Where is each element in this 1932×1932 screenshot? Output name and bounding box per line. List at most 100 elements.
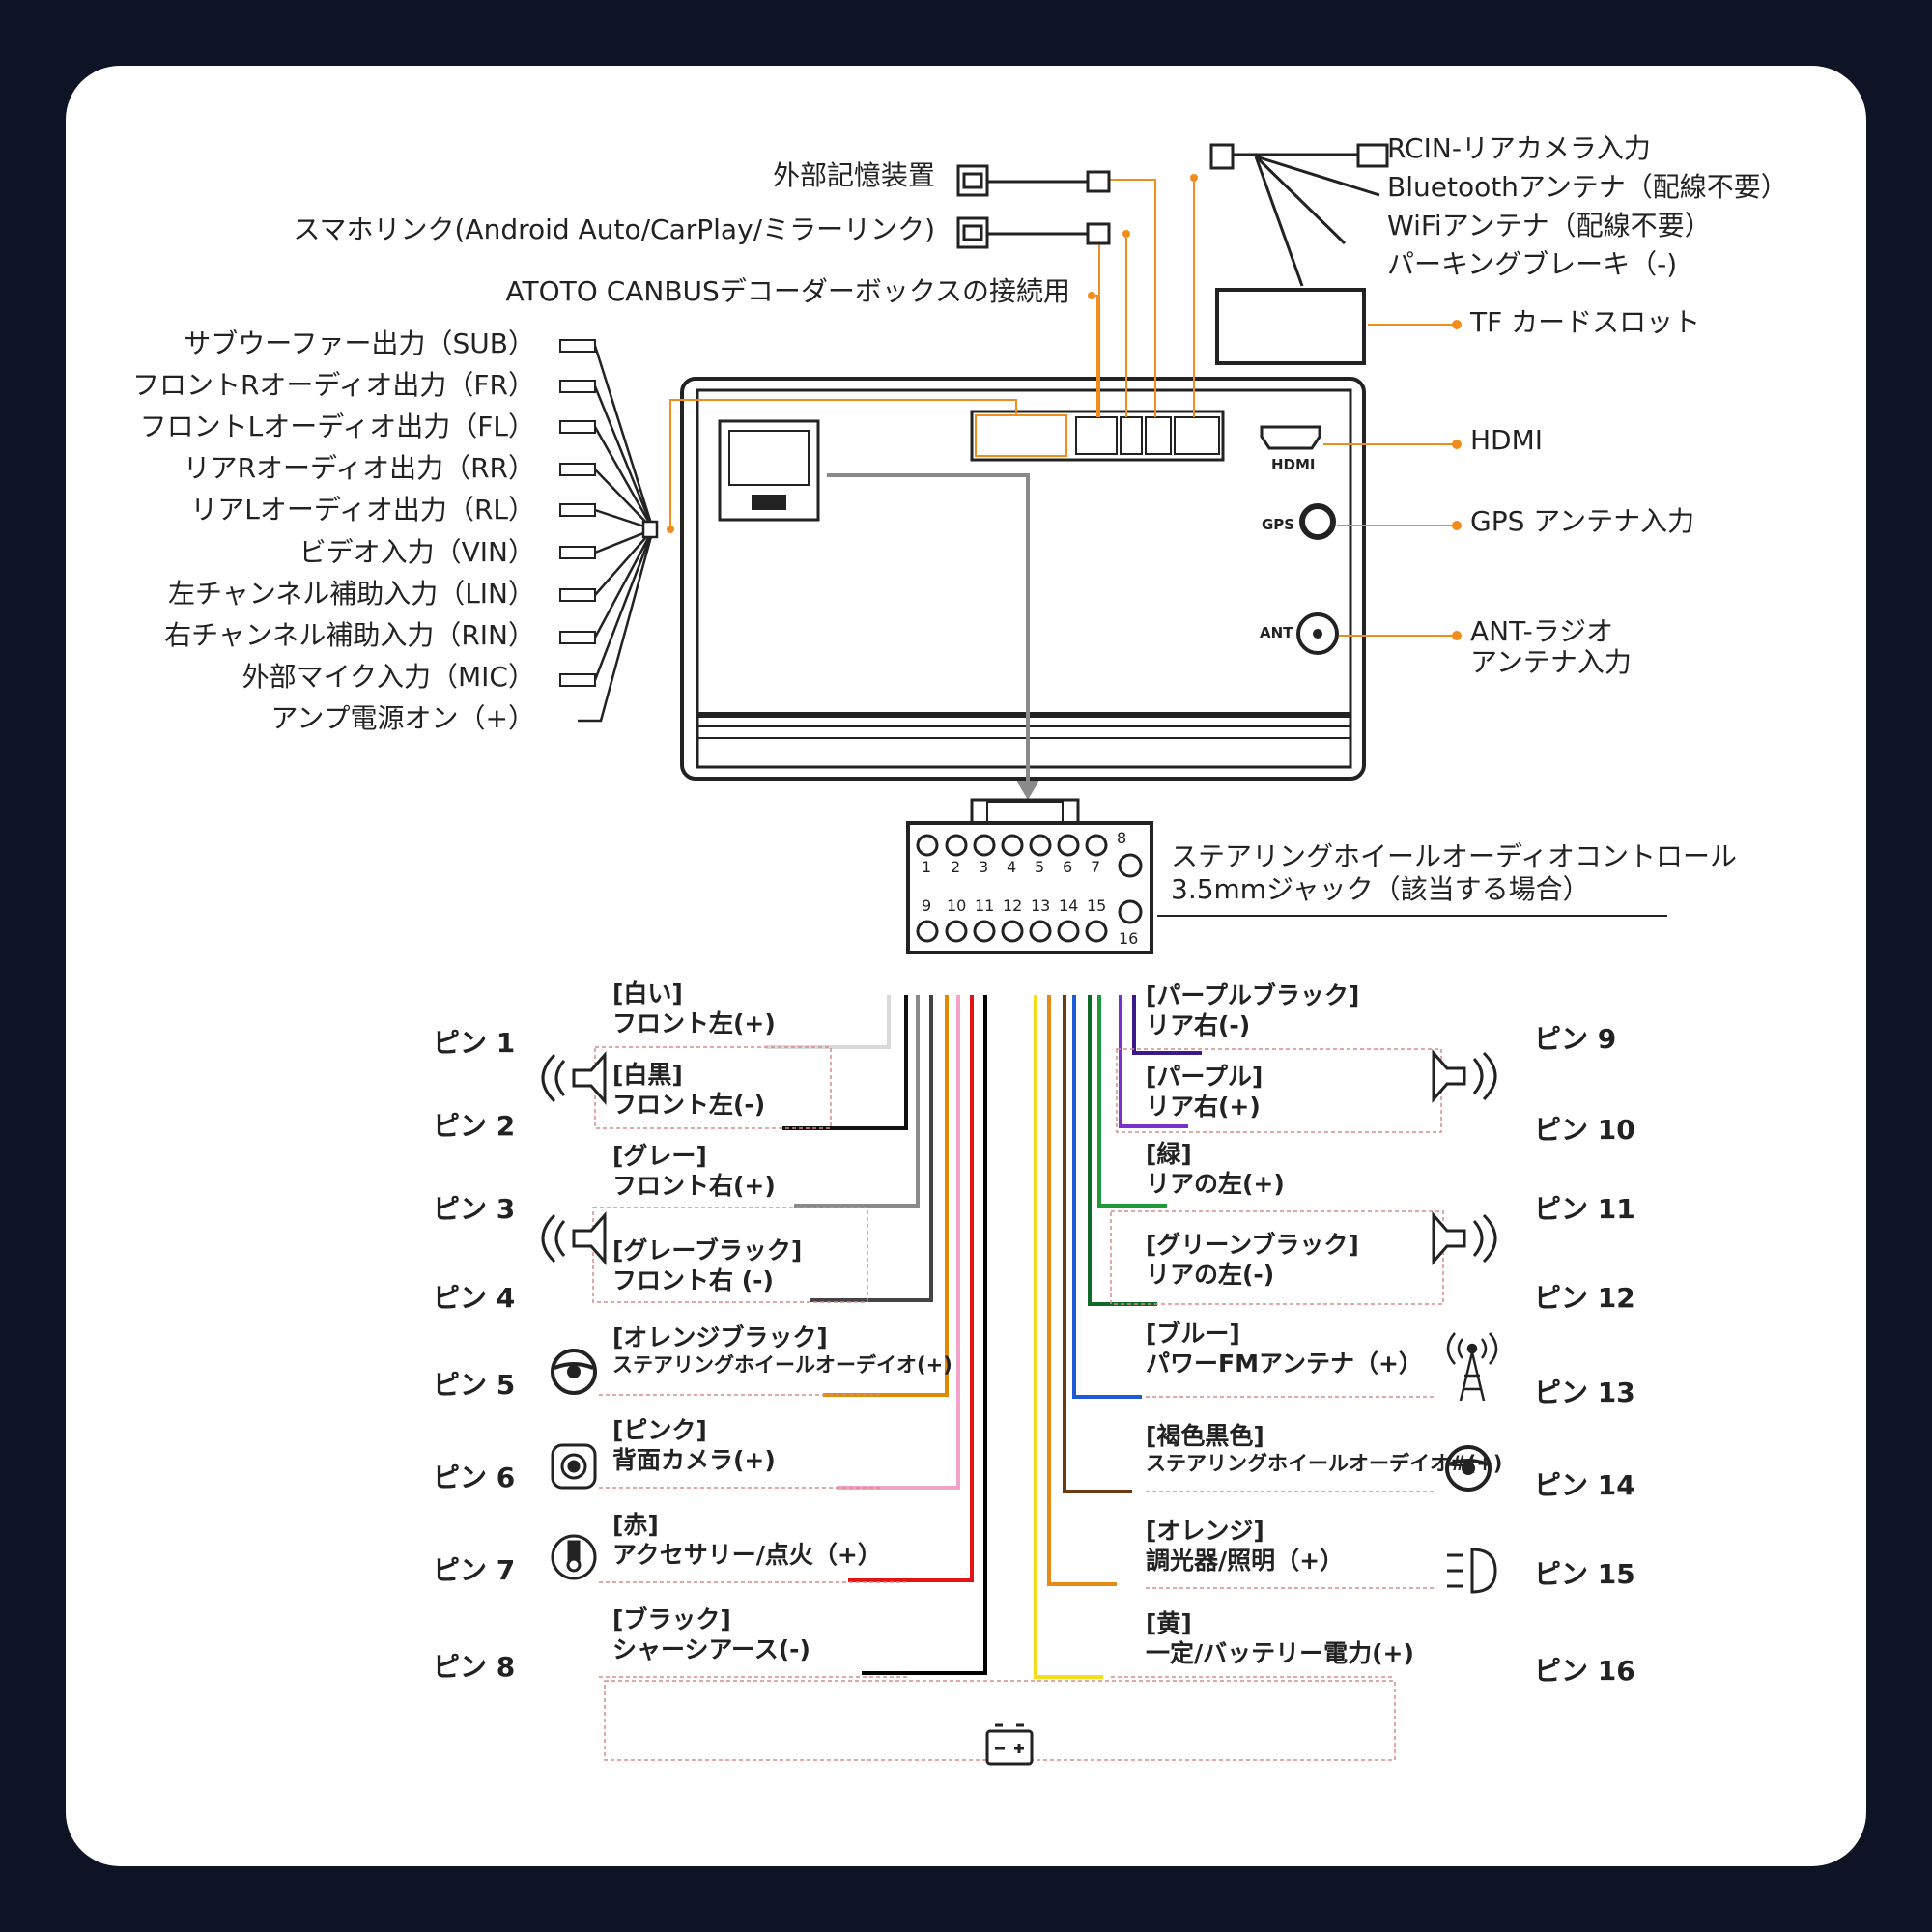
pin-hole xyxy=(973,834,996,857)
wire-pin-10 xyxy=(1119,995,1188,1128)
connector-pin-holes xyxy=(916,834,1143,943)
battery-icon xyxy=(985,1723,1034,1766)
rca-output-label: アンプ電源オン（+） xyxy=(270,702,535,734)
right-wire-group xyxy=(1034,995,1202,1679)
pin-hole xyxy=(1001,920,1024,943)
pin-hole xyxy=(945,834,968,857)
pin-hole xyxy=(1085,920,1108,943)
pin-label: ピン 10 xyxy=(1534,1114,1635,1146)
rca-output-label: フロントLオーディオ出力（FL） xyxy=(139,411,535,442)
wire-function: アクセサリー/点火（+） xyxy=(612,1540,882,1569)
wire-label: [ピンク]背面カメラ(+) xyxy=(612,1416,776,1475)
wire-pin-4 xyxy=(810,995,933,1302)
pin-number: 8 xyxy=(1117,829,1127,847)
external-storage-label: 外部記憶装置 xyxy=(772,159,935,191)
wire-pin-13 xyxy=(1072,995,1142,1399)
wire-label: [グレー]フロント右(+) xyxy=(612,1142,776,1201)
pin-label: ピン 14 xyxy=(1534,1469,1635,1501)
pin-number: 15 xyxy=(1087,896,1107,915)
wire-function: リア右(+) xyxy=(1146,1092,1261,1121)
rca-output-label: 外部マイク入力（MIC） xyxy=(242,661,535,693)
pin-hole xyxy=(973,920,996,943)
wire-pin-9 xyxy=(1132,995,1202,1055)
wire-color-name: [グリーンブラック] xyxy=(1146,1231,1359,1259)
wire-color-name: [パープル] xyxy=(1146,1063,1264,1091)
steering-wheel-icon xyxy=(1445,1445,1492,1492)
rca-output-label: リアRオーディオ出力（RR） xyxy=(183,452,535,484)
wire-function: ステアリングホイールオーデイオ(+) xyxy=(612,1352,952,1377)
wire-label: [褐色黒色]ステアリングホイールオーデイオ#(+) xyxy=(1146,1422,1502,1476)
wire-function: パワーFMアンテナ（+） xyxy=(1146,1349,1423,1378)
pin-hole xyxy=(1029,920,1052,943)
steering-jack-line1: ステアリングホイールオーディオコントロール xyxy=(1171,840,1738,872)
bluetooth-label: Bluetoothアンテナ（配線不要） xyxy=(1387,171,1788,203)
rca-output-label: 左チャンネル補助入力（LIN） xyxy=(168,578,535,610)
pin-hole xyxy=(916,834,939,857)
gps-jack-icon xyxy=(1299,503,1336,540)
pin-number: 2 xyxy=(951,858,961,876)
pin-label: ピン 6 xyxy=(433,1462,516,1493)
pin-number: 10 xyxy=(947,896,967,915)
wire-pin-8 xyxy=(862,995,987,1675)
wire-color-name: [グレー] xyxy=(612,1142,707,1170)
wire-color-name: [ブラック] xyxy=(612,1605,731,1634)
pin-label: ピン 13 xyxy=(1534,1377,1635,1408)
pin-label: ピン 11 xyxy=(1534,1193,1635,1225)
pin-label: ピン 5 xyxy=(433,1369,516,1401)
pin-number: 4 xyxy=(1007,858,1017,876)
gps-label: GPS アンテナ入力 xyxy=(1470,505,1695,537)
wire-color-name: [褐色黒色] xyxy=(1146,1422,1264,1450)
pin-number: 14 xyxy=(1059,896,1079,915)
hdmi-chip-label: HDMI xyxy=(1271,456,1316,473)
rca-output-label: ビデオ入力（VIN） xyxy=(298,536,535,568)
usb-plug-icon xyxy=(956,164,1111,249)
pin-hole xyxy=(1057,834,1080,857)
rca-plug-icons xyxy=(559,339,596,687)
wire-label: [赤]アクセサリー/点火（+） xyxy=(612,1511,882,1570)
wire-label: [グリーンブラック]リアの左(-) xyxy=(1146,1231,1359,1290)
right-leader-lines xyxy=(1323,320,1462,640)
pin-label: ピン 12 xyxy=(1534,1282,1635,1314)
wire-pin-6 xyxy=(837,995,960,1490)
steering-jack-line2: 3.5mmジャック（該当する場合） xyxy=(1171,873,1590,905)
pin-hole xyxy=(916,920,939,943)
pin-label: ピン 2 xyxy=(433,1110,516,1142)
canbus-label: ATOTO CANBUSデコーダーボックスの接続用 xyxy=(505,275,1070,307)
wire-pin-15 xyxy=(1047,995,1117,1586)
pin-number: 6 xyxy=(1063,858,1073,876)
wire-function: フロント左(+) xyxy=(612,1009,776,1037)
pin-label: ピン 8 xyxy=(433,1651,516,1683)
pin-label: ピン 7 xyxy=(433,1554,516,1586)
wire-function: 調光器/照明（+） xyxy=(1146,1546,1345,1575)
wire-pin-2 xyxy=(782,995,908,1130)
wire-color-name: [オレンジ] xyxy=(1146,1517,1264,1545)
wire-color-name: [パープルブラック] xyxy=(1146,981,1360,1009)
wire-function: リア右(-) xyxy=(1146,1010,1251,1039)
camera-harness xyxy=(1209,143,1389,287)
wire-label: [緑]リアの左(+) xyxy=(1146,1140,1285,1199)
ant-jack-icon xyxy=(1296,612,1339,655)
wire-function: フロント右(+) xyxy=(612,1171,776,1200)
wire-function: シャーシアース(-) xyxy=(612,1634,810,1663)
rca-output-label: 右チャンネル補助入力（RIN） xyxy=(164,619,535,651)
wire-pin-7 xyxy=(848,995,974,1582)
hdmi-port-icon xyxy=(1260,425,1321,450)
pin-label: ピン 4 xyxy=(433,1282,516,1314)
tf-card-label: TF カードスロット xyxy=(1470,306,1701,338)
pin-number: 5 xyxy=(1035,858,1045,876)
pin-hole xyxy=(1001,834,1024,857)
pin-number: 16 xyxy=(1119,929,1139,948)
wire-label: [パープル]リア右(+) xyxy=(1146,1063,1263,1122)
wire-label: [オレンジブラック]ステアリングホイールオーデイオ(+) xyxy=(612,1323,952,1378)
pin-hole xyxy=(1118,899,1143,924)
wire-label: [オレンジ]調光器/照明（+） xyxy=(1146,1517,1344,1576)
pin-hole xyxy=(1118,853,1143,878)
ignition-key-icon xyxy=(551,1534,597,1580)
wire-color-name: [緑] xyxy=(1146,1140,1192,1168)
pin-label: ピン 9 xyxy=(1534,1023,1617,1055)
wire-pin-3 xyxy=(794,995,920,1208)
wire-label: [グレーブラック]フロント右 (-) xyxy=(612,1236,802,1295)
pin-number: 11 xyxy=(975,896,995,915)
wire-function: フロント左(-) xyxy=(612,1090,766,1119)
pin-label: ピン 1 xyxy=(433,1027,516,1059)
